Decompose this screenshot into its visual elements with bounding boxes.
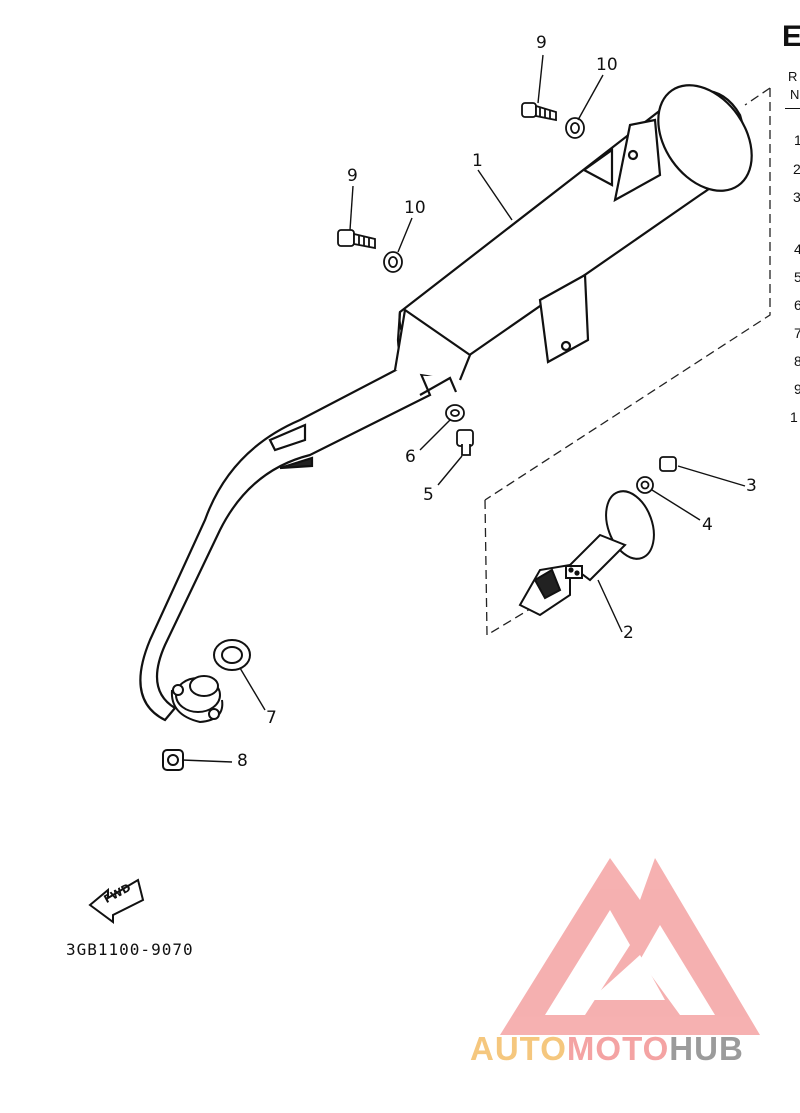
washer-lower xyxy=(383,251,403,273)
edge-row-number: 6 xyxy=(794,297,800,313)
spark-arrester xyxy=(518,490,655,617)
callout-5: 5 xyxy=(423,485,434,505)
fwd-arrow-icon xyxy=(88,878,145,924)
muffler xyxy=(396,84,753,377)
edge-row-number: 1 xyxy=(790,409,798,425)
edge-row-number: 1 xyxy=(794,132,800,148)
callout-2: 2 xyxy=(623,623,634,643)
washer-upper xyxy=(565,117,585,139)
callout-3: 3 xyxy=(746,476,757,496)
exhaust-flange xyxy=(170,675,224,724)
callout-10-upper: 10 xyxy=(596,55,618,75)
callout-7: 7 xyxy=(266,708,277,728)
edge-row-number: 3 xyxy=(793,189,800,205)
callout-4: 4 xyxy=(702,515,713,535)
bolt-5 xyxy=(456,429,474,456)
callout-6: 6 xyxy=(405,447,416,467)
edge-rule xyxy=(785,108,800,109)
nut xyxy=(162,749,184,771)
watermark-auto: AUTO xyxy=(470,1030,567,1067)
callout-1: 1 xyxy=(472,151,483,171)
callout-8: 8 xyxy=(237,751,248,771)
edge-row-number: 4 xyxy=(794,241,800,257)
callout-10-lower: 10 xyxy=(404,198,426,218)
edge-ref-label-top: R xyxy=(788,69,798,84)
bolt-lower xyxy=(337,229,376,250)
watermark-brand: AUTOMOTOHUB xyxy=(470,1030,744,1068)
muffler-group-box xyxy=(484,87,771,637)
exhaust-pipe xyxy=(139,308,472,722)
watermark-hub: HUB xyxy=(669,1030,744,1067)
washer-4 xyxy=(636,476,654,494)
washer-6 xyxy=(445,404,465,422)
screw-3 xyxy=(659,456,677,472)
edge-row-number: 2 xyxy=(793,161,800,177)
callout-9-upper: 9 xyxy=(536,33,547,53)
watermark-logo xyxy=(500,858,760,1035)
watermark-moto: MOTO xyxy=(566,1030,670,1067)
callout-9-lower: 9 xyxy=(347,166,358,186)
edge-heading: E xyxy=(782,20,800,53)
bolt-upper xyxy=(521,102,557,122)
edge-row-number: 5 xyxy=(794,269,800,285)
edge-ref-label-bottom: N xyxy=(790,87,800,102)
edge-row-number: 8 xyxy=(794,353,800,369)
leader-lines xyxy=(181,54,746,763)
edge-row-number: 7 xyxy=(794,325,800,341)
edge-row-number: 9 xyxy=(794,381,800,397)
drawing-code: 3GB1100-9070 xyxy=(66,940,194,959)
gasket xyxy=(213,639,251,671)
